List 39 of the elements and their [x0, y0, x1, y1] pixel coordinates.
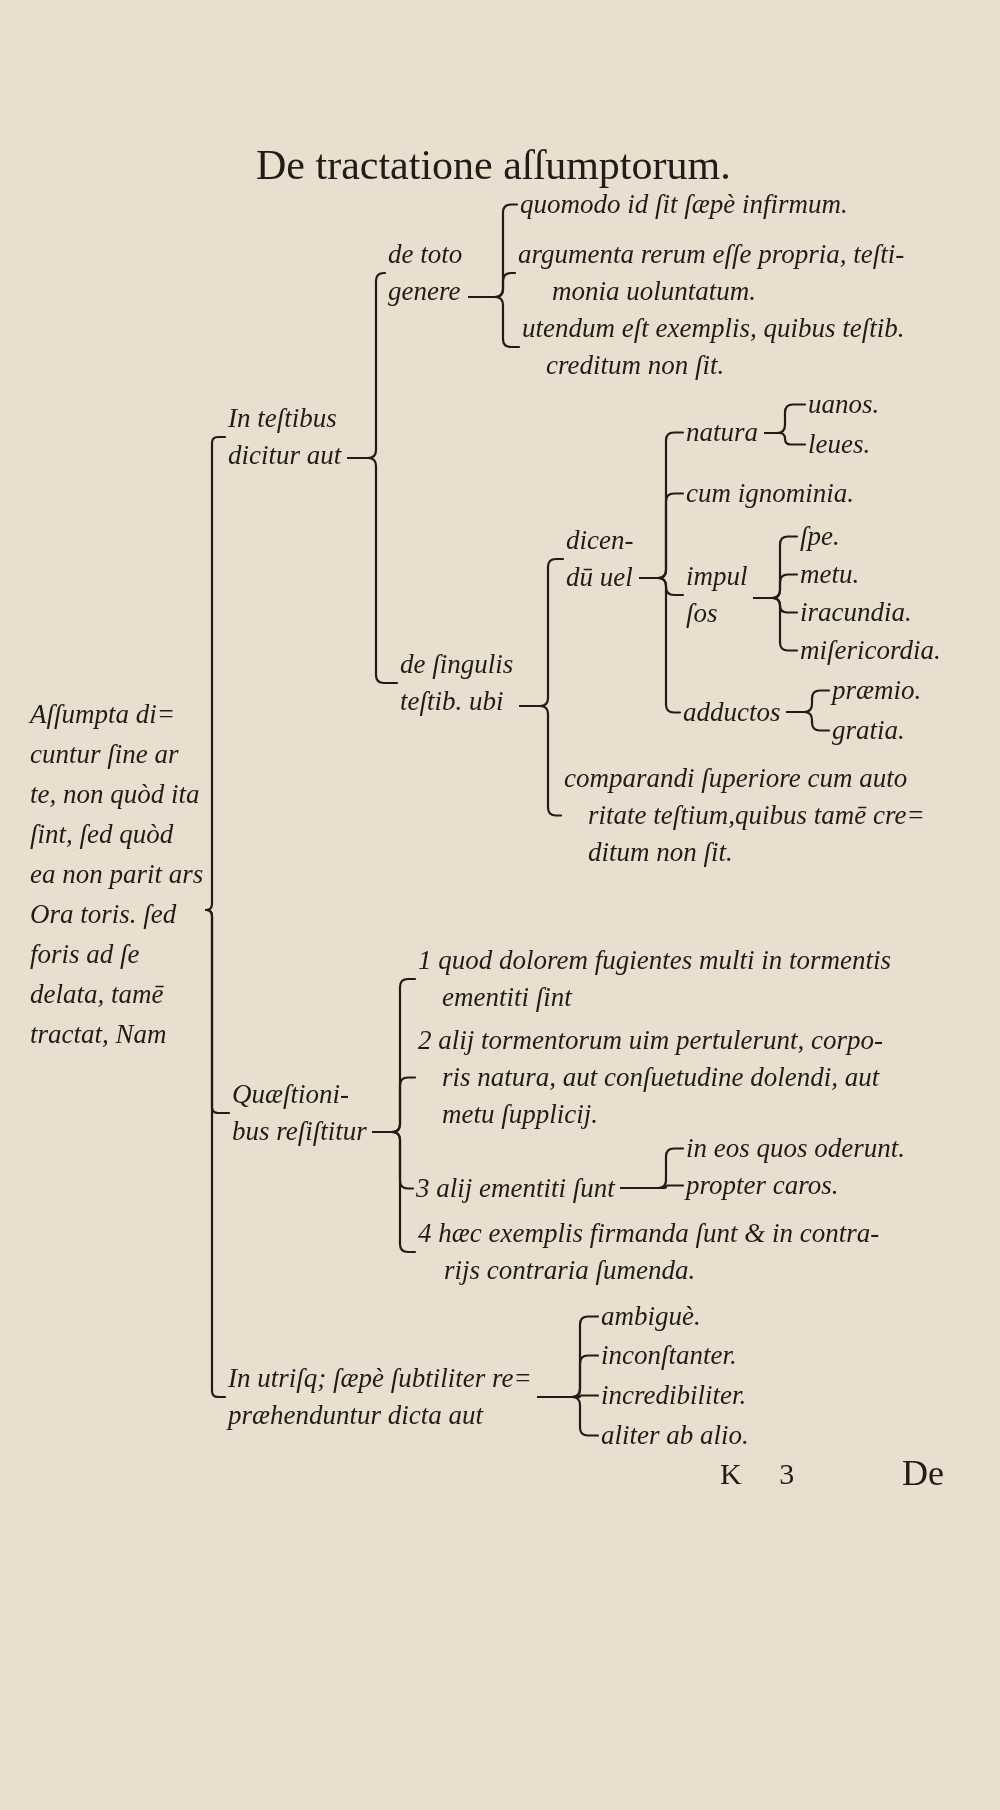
- outline-item: 1 quod dolorem fugientes multi in tormentis ementiti ſint: [418, 942, 895, 1016]
- bracket-connector: [785, 710, 831, 732]
- outline-heading: de ſingulis teſtib. ubi: [400, 646, 518, 720]
- outline-heading: natura: [686, 414, 763, 451]
- outline-heading: In teſtibus dicitur aut: [228, 400, 346, 474]
- outline-item: argumenta rerum eſſe propria, teſti- monia uoluntatum.: [518, 236, 909, 310]
- outline-item: gratia.: [832, 712, 909, 749]
- outline-item: miſericordia.: [800, 632, 945, 669]
- outline-item: aliter ab alio.: [601, 1417, 753, 1454]
- outline-item: utendum eſt exemplis, quibus teſtib. creditum non ſit.: [522, 310, 909, 384]
- outline-item: propter caros.: [686, 1167, 843, 1204]
- outline-heading: In utriſq; ſæpè ſubtiliter re= præhenduntur dicta aut: [228, 1360, 536, 1434]
- outline-item: incredibiliter.: [601, 1377, 751, 1414]
- bracket-connector: [752, 596, 799, 652]
- outline-item: ſpe.: [800, 518, 844, 555]
- bracket-connector: [619, 1184, 685, 1190]
- outline-item: cum ignominia.: [686, 475, 858, 512]
- outline-heading: dicen- dū uel: [566, 522, 638, 596]
- outline-heading: adductos: [683, 694, 785, 731]
- outline-item: metu.: [800, 556, 864, 593]
- outline-heading: impul ſos: [686, 558, 752, 632]
- signature-mark: K 3: [720, 1456, 795, 1492]
- outline-heading: Quæſtioni- bus reſiſtitur: [232, 1076, 371, 1150]
- page-title: De tractatione aſſumptorum.: [256, 141, 731, 190]
- outline-item: præmio.: [832, 672, 926, 709]
- outline-item: 4 hæc exemplis firmanda ſunt & in contra- rijs contraria ſumenda.: [418, 1215, 884, 1289]
- outline-item: comparandi ſuperiore cum auto ritate teſtium,quibus tamē cre= ditum non ſit.: [564, 760, 929, 871]
- intro-paragraph: Aſſumpta di= cuntur ſine ar te, non quòd ita ſint, ſed quòd ea non parit ars Ora toris. ſed foris ad ſe delata, tamē tractat, Nam: [30, 694, 204, 1054]
- outline-item: 2 alij tormentorum uim pertulerunt, corpo- ris natura, aut conſuetudine dolendi, aut metu ſupplicij.: [418, 1022, 887, 1133]
- outline-item: iracundia.: [800, 594, 916, 631]
- outline-item: in eos quos oderunt.: [686, 1130, 909, 1167]
- outline-heading: 3 alij ementiti ſunt: [416, 1170, 619, 1207]
- outline-item: leues.: [808, 426, 875, 463]
- outline-item: inconſtanter.: [601, 1337, 741, 1374]
- outline-item: ambiguè.: [601, 1298, 705, 1335]
- catchword: De: [902, 1452, 944, 1495]
- outline-item: uanos.: [808, 386, 884, 423]
- bracket-connector: [763, 431, 807, 446]
- outline-heading: de toto genere: [388, 236, 467, 310]
